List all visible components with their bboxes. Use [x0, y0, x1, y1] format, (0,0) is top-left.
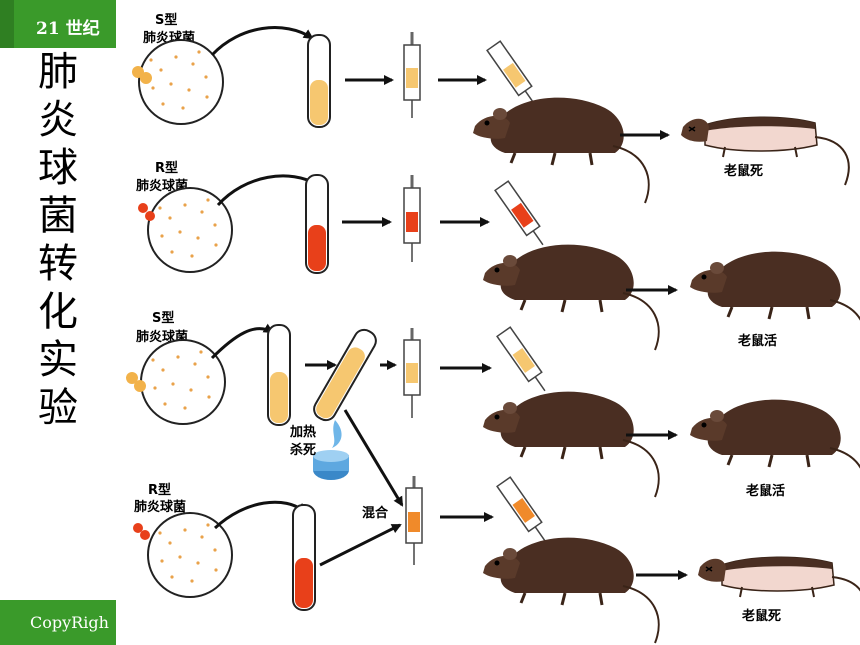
burner-icon: [313, 420, 349, 480]
culture-fluid: [310, 80, 328, 125]
syringe-injecting: [486, 40, 536, 106]
colony-icon: [126, 372, 146, 392]
petri-dish: [140, 339, 226, 425]
syringe-injecting: [494, 180, 544, 246]
transfer-arrow: [210, 26, 314, 57]
row-2: R型 肺炎球菌 老鼠活: [136, 160, 860, 359]
title-char: 验: [38, 385, 78, 431]
title-char: 炎: [38, 97, 78, 143]
culture-fluid: [295, 558, 313, 608]
syringe: [403, 175, 421, 262]
colony-icon: [133, 523, 150, 540]
arrow: [319, 523, 402, 567]
syringe-injecting: [496, 476, 546, 542]
petri-dish: [138, 39, 224, 125]
row3-result: 老鼠活: [745, 483, 785, 499]
title-char: 球: [38, 145, 78, 191]
title-char: 转: [38, 241, 78, 287]
row1-result: 老鼠死: [723, 163, 763, 179]
arrow: [343, 409, 404, 507]
colony-icon: [138, 203, 155, 221]
syringe: [405, 476, 423, 565]
row-4: R型 肺炎球菌 混合 老鼠死: [133, 409, 860, 645]
title-char: 菌: [38, 193, 78, 239]
row3-type-label: S型: [152, 310, 174, 326]
brand-text: 21 世纪: [36, 19, 100, 39]
row4-type-label: R型: [148, 482, 171, 498]
row-1: S型 肺炎球菌 老鼠死: [132, 12, 850, 205]
title-char: 肺: [38, 49, 78, 95]
heat-label-1: 加热: [289, 424, 316, 440]
heat-label-2: 杀死: [290, 442, 316, 458]
transfer-arrow: [210, 323, 274, 360]
row4-result: 老鼠死: [741, 608, 781, 624]
petri-dish: [147, 187, 233, 273]
syringe: [403, 328, 421, 418]
copyright-text: CopyRigh: [30, 613, 109, 632]
footer-bar: CopyRigh: [0, 600, 116, 645]
dead-mouse: [680, 116, 850, 186]
sidebar: 21 世纪 肺 炎 球 菌 转 化 实 验 CopyRigh: [0, 0, 116, 645]
heated-tube: [313, 328, 377, 422]
syringe: [403, 32, 421, 118]
title-char: 实: [38, 337, 78, 383]
transfer-arrow: [216, 174, 320, 207]
row1-type-label: S型: [155, 12, 177, 28]
row-3: S型 肺炎球菌 加热 杀死: [126, 310, 860, 507]
mix-label: 混合: [362, 505, 389, 521]
experiment-diagram: S型 肺炎球菌 老鼠死 R型 肺炎球菌: [126, 12, 860, 645]
transfer-arrow: [213, 500, 307, 530]
colony-icon: [132, 66, 152, 84]
vertical-title: 肺 炎 球 菌 转 化 实 验: [34, 48, 82, 432]
syringe-injecting: [496, 326, 546, 392]
culture-fluid: [308, 225, 326, 271]
mouse-injected: [481, 536, 661, 645]
row2-result: 老鼠活: [737, 333, 777, 349]
title-char: 化: [38, 289, 78, 335]
culture-fluid: [270, 372, 288, 423]
row2-type-label: R型: [155, 160, 178, 176]
brand-bar: 21 世纪: [0, 0, 116, 48]
brand-mark: [0, 0, 14, 48]
row4-name-label: 肺炎球菌: [134, 499, 186, 515]
